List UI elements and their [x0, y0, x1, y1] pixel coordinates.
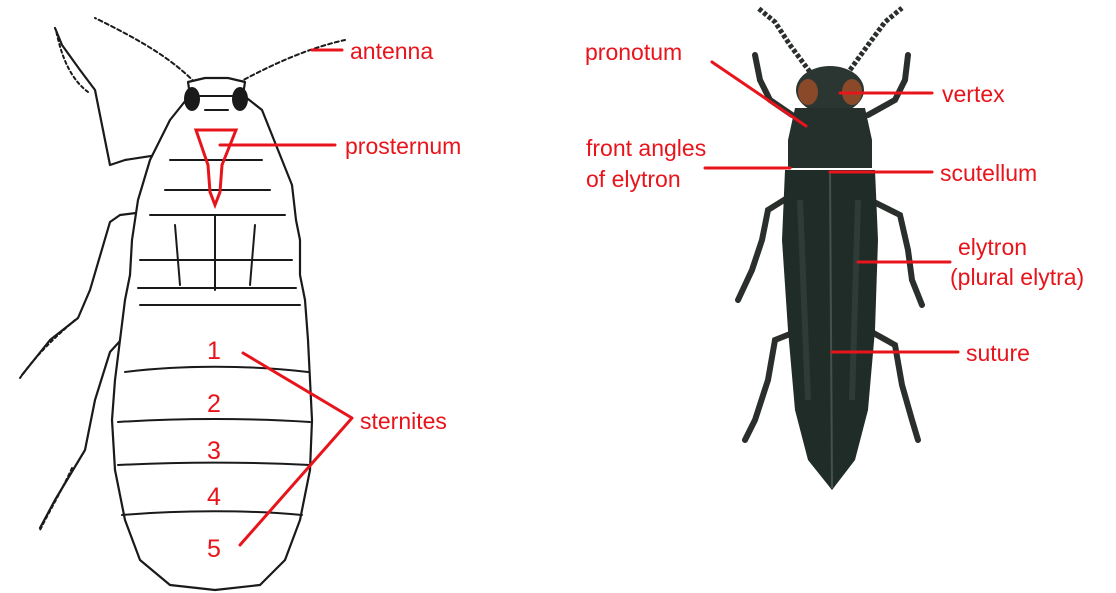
pronotum-label: pronotum [585, 39, 682, 65]
left-antenna-drawing [95, 18, 200, 88]
elytron-label-line1: elytron [958, 234, 1027, 260]
sternites-label: sternites [360, 408, 447, 434]
sternite-number-3: 3 [207, 437, 221, 465]
sternite-number-4: 4 [207, 483, 221, 511]
dorsal-pronotum [788, 108, 872, 168]
dorsal-left-antenna [758, 8, 810, 72]
left-eye [184, 87, 200, 111]
suture-label: suture [966, 340, 1030, 366]
prosternum-label: prosternum [345, 133, 461, 159]
sternite-number-5: 5 [207, 535, 221, 563]
dorsal-right-antenna [850, 8, 902, 70]
right-eye [232, 87, 248, 111]
scutellum-label: scutellum [940, 160, 1037, 186]
vertex-label: vertex [942, 81, 1005, 107]
sternite-number-2: 2 [207, 390, 221, 418]
right-antenna-drawing [232, 40, 345, 86]
antenna-label: antenna [350, 38, 433, 64]
front-angles-label-line2: of elytron [586, 166, 681, 192]
dorsal-eye-left [798, 79, 818, 105]
dorsal-beetle-illustration [738, 8, 922, 490]
ventral-beetle-drawing [20, 18, 345, 590]
front-angles-label-line1: front angles [586, 135, 706, 161]
elytron-label-line2: (plural elytra) [950, 264, 1084, 290]
sternite-number-1: 1 [207, 337, 221, 365]
